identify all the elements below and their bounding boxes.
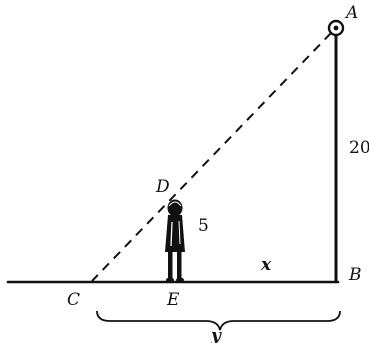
label-point-e: E bbox=[166, 290, 180, 310]
light-ray-dashed bbox=[91, 32, 332, 282]
label-point-c: C bbox=[67, 290, 80, 310]
label-pole-height: 20 bbox=[349, 138, 369, 158]
label-distance-x: x bbox=[260, 255, 272, 275]
label-point-b: B bbox=[348, 265, 362, 285]
lamp-icon bbox=[327, 19, 345, 37]
label-person-height: 5 bbox=[198, 216, 209, 236]
label-point-d: D bbox=[155, 177, 170, 197]
label-distance-y: y bbox=[210, 326, 222, 343]
person-figure bbox=[165, 199, 185, 283]
y-brace bbox=[96, 310, 341, 331]
label-point-a: A bbox=[344, 3, 358, 23]
